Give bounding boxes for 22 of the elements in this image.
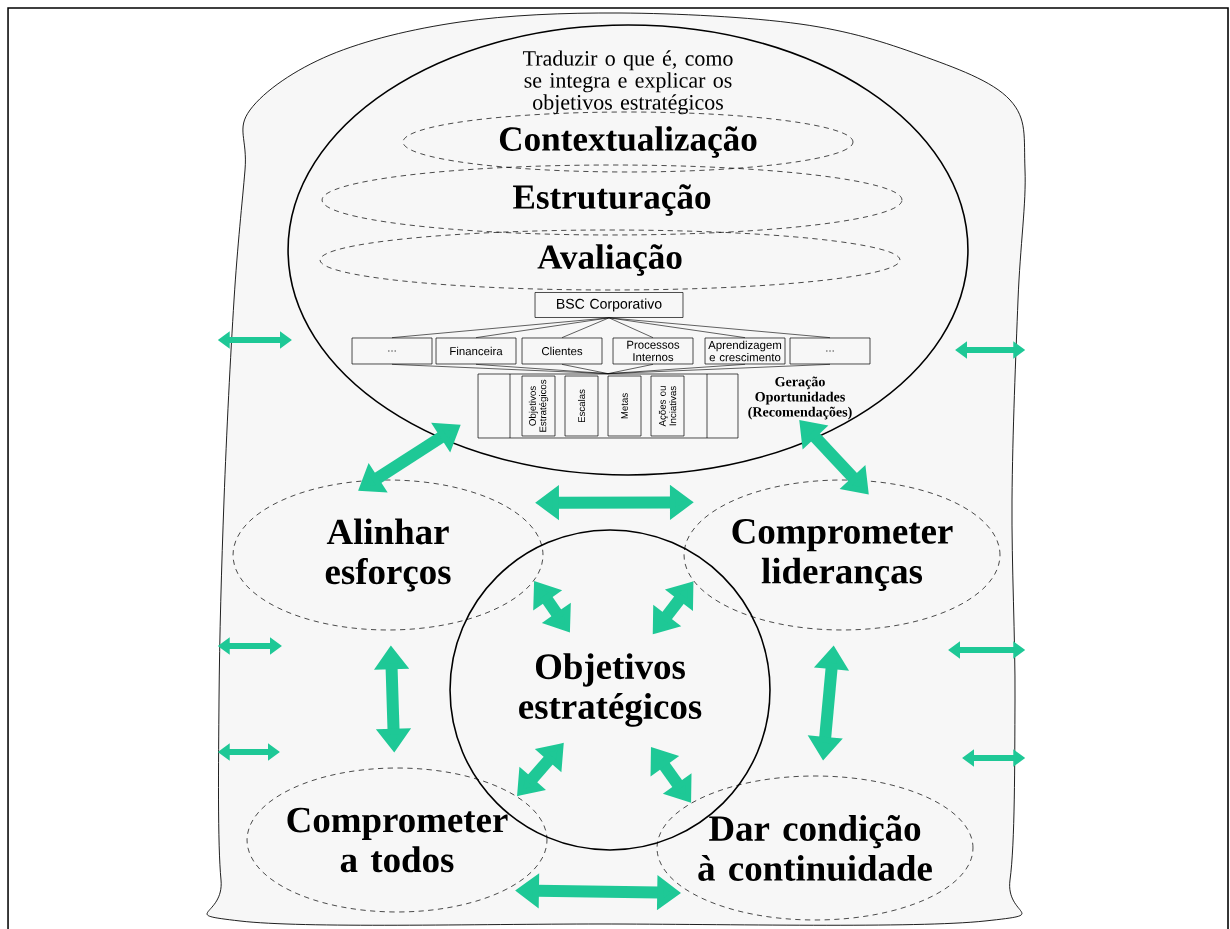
note-text: Geração Oportunidades (Recomendações) xyxy=(748,376,852,420)
column-box: Escalas xyxy=(564,375,599,437)
table-box xyxy=(477,373,739,439)
column-box: Objetivos Estratégicos xyxy=(521,375,556,437)
connector-line xyxy=(607,364,654,374)
connector-line xyxy=(561,364,609,374)
perspective-box: Clientes xyxy=(521,337,603,365)
connector-line xyxy=(608,317,654,338)
blob-outline xyxy=(206,12,1026,926)
perspective-box: Processos Internos xyxy=(612,337,694,365)
connector-line xyxy=(608,317,831,338)
column-box: Metas xyxy=(607,375,642,437)
perspective-box: ... xyxy=(789,337,871,365)
connector-line xyxy=(475,317,610,338)
corporate-box: BSC Corporativo xyxy=(534,292,684,318)
connector-line xyxy=(391,317,610,338)
connector-line xyxy=(561,317,610,338)
column-box: Ações ou Inciativas xyxy=(650,375,685,437)
connector-line xyxy=(607,364,831,374)
perspective-box: Aprendizagem e crescimento xyxy=(704,337,786,365)
perspective-box: ... xyxy=(351,337,433,365)
perspective-box: Financeira xyxy=(435,337,517,365)
